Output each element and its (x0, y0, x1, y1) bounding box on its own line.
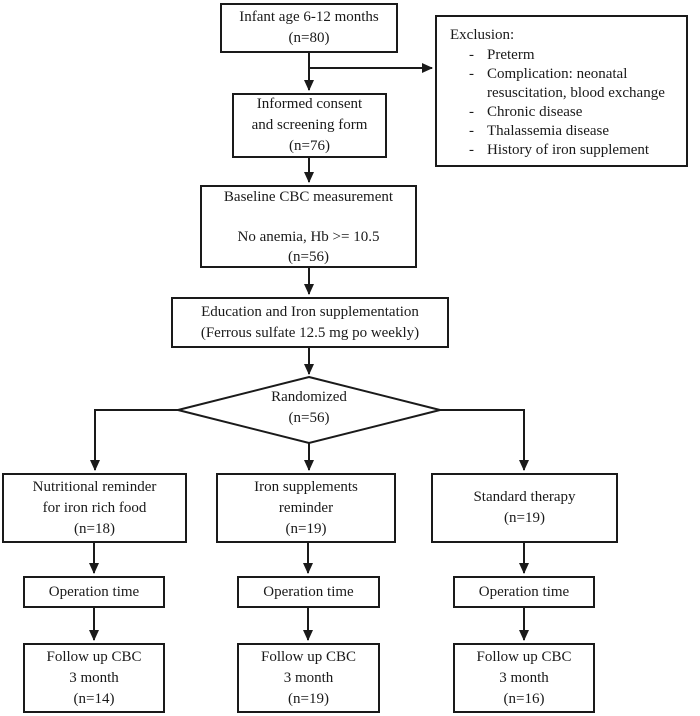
dash-bullet: - (469, 104, 474, 120)
node-baseline-cbc: Baseline CBC measurement No anemia, Hb >… (200, 185, 417, 268)
randomized-diamond-shape (177, 375, 441, 445)
exclusion-item-text: Complication: neonatal resuscitation, bl… (487, 66, 665, 101)
node-operation-time-right: Operation time (453, 576, 595, 608)
node-education-supplementation: Education and Iron supplementation (Ferr… (171, 297, 449, 348)
exclusion-item: - Preterm (450, 46, 680, 65)
node-text: Follow up CBC (476, 648, 572, 665)
dash-bullet: - (469, 123, 474, 139)
node-text: (Ferrous sulfate 12.5 mg po weekly) (200, 324, 420, 341)
node-text: Standard therapy (473, 489, 576, 505)
node-text: Follow up CBC (46, 648, 142, 665)
node-standard-therapy: Standard therapy (n=19) (431, 473, 618, 543)
exclusion-item-text: Chronic disease (487, 104, 583, 120)
exclusion-item-text: History of iron supplement (487, 142, 650, 158)
node-infant-age: Infant age 6-12 months (n=80) (220, 3, 398, 53)
node-followup-cbc-middle: Follow up CBC 3 month (n=19) (237, 643, 380, 713)
node-text: for iron rich food (42, 499, 147, 516)
node-followup-cbc-left: Follow up CBC 3 month (n=14) (23, 643, 165, 713)
exclusion-item: - Chronic disease (450, 103, 680, 122)
node-count: (n=16) (503, 690, 545, 707)
node-count: (n=19) (504, 510, 545, 526)
node-text: Follow up CBC (260, 648, 357, 665)
node-text: and screening form (251, 117, 368, 133)
exclusion-title: Exclusion: (450, 27, 515, 43)
node-text: Baseline CBC measurement (223, 188, 394, 205)
node-count: (n=18) (74, 520, 115, 537)
node-text: Education and Iron supplementation (201, 303, 419, 320)
node-text: Operation time (263, 583, 354, 600)
exclusion-item-text: Preterm (487, 47, 535, 63)
arrow-randomized-to-standard (438, 409, 529, 471)
node-count: (n=19) (288, 690, 329, 707)
node-count: (n=80) (288, 30, 330, 46)
node-count: (n=76) (289, 138, 330, 154)
exclusion-item-text: Thalassemia disease (487, 123, 610, 139)
node-text: Operation time (478, 583, 570, 600)
node-followup-cbc-right: Follow up CBC 3 month (n=16) (453, 643, 595, 713)
node-text: Nutritional reminder (32, 478, 157, 495)
exclusion-item: - Thalassemia disease (450, 122, 680, 141)
node-count: (n=56) (288, 410, 330, 426)
node-text: Informed consent (256, 96, 363, 112)
node-text: 3 month (283, 669, 334, 686)
node-text: Iron supplements (254, 478, 358, 495)
dash-bullet: - (469, 142, 474, 158)
node-exclusion: Exclusion: - Preterm - Complication: neo… (435, 15, 688, 167)
node-text: 3 month (69, 669, 119, 686)
node-text: Infant age 6-12 months (239, 9, 379, 25)
node-count: (n=19) (285, 520, 327, 537)
node-text: reminder (278, 499, 334, 516)
node-text: 3 month (499, 669, 549, 686)
node-nutritional-reminder: Nutritional reminder for iron rich food … (2, 473, 187, 543)
node-operation-time-middle: Operation time (237, 576, 380, 608)
exclusion-item: - Complication: neonatal resuscitation, … (450, 65, 680, 103)
dash-bullet: - (469, 47, 474, 63)
arrow-randomized-to-nutritional (90, 409, 180, 471)
node-text: No anemia, Hb >= 10.5 (237, 228, 380, 245)
node-iron-supplements-reminder: Iron supplements reminder (n=19) (216, 473, 396, 543)
dash-bullet: - (469, 66, 474, 82)
node-informed-consent: Informed consent and screening form (n=7… (232, 93, 387, 158)
node-count: (n=56) (288, 248, 329, 265)
node-count: (n=14) (73, 690, 115, 707)
node-text: Operation time (48, 583, 140, 600)
node-operation-time-left: Operation time (23, 576, 165, 608)
exclusion-item: - History of iron supplement (450, 141, 680, 160)
node-randomized: Randomized (n=56) (224, 387, 394, 429)
node-text: Randomized (271, 389, 347, 405)
